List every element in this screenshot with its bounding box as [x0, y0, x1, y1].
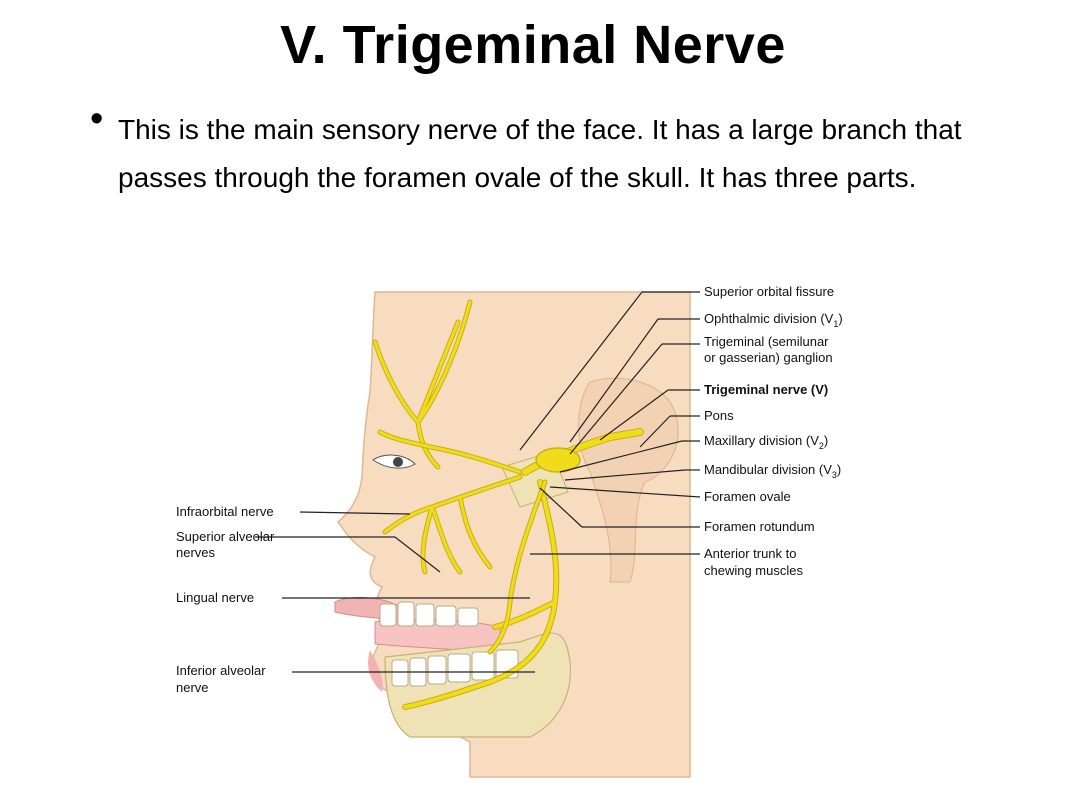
label-inferior-alveolar-2: nerve [176, 680, 209, 695]
eye-pupil [393, 457, 403, 467]
label-trigeminal-ganglion-1: Trigeminal (semilunar [704, 334, 829, 349]
bullet-dot: • [90, 98, 104, 140]
bullet-text: This is the main sensory nerve of the fa… [118, 114, 962, 193]
label-superior-alveolar-2: nerves [176, 545, 216, 560]
label-inferior-alveolar-1: Inferior alveolar [176, 663, 266, 678]
label-foramen-ovale: Foramen ovale [704, 489, 791, 504]
pons-shape [578, 377, 679, 583]
label-trigeminal-nerve: Trigeminal nerve (V) [704, 382, 828, 397]
label-anterior-trunk-2: chewing muscles [704, 563, 803, 578]
label-pons: Pons [704, 408, 734, 423]
trigeminal-ganglion [535, 447, 581, 473]
label-lingual-nerve: Lingual nerve [176, 590, 254, 605]
label-trigeminal-ganglion-2: or gasserian) ganglion [704, 350, 833, 365]
label-mandibular-division: Mandibular division (V3) [704, 462, 841, 480]
lower-lip [368, 650, 383, 692]
label-ophthalmic-division: Ophthalmic division (V1) [704, 311, 843, 329]
nerve-branches [372, 299, 644, 710]
label-infraorbital-nerve: Infraorbital nerve [176, 504, 274, 519]
label-maxillary-division: Maxillary division (V2) [704, 433, 828, 451]
label-superior-alveolar-1: Superior alveolar [176, 529, 275, 544]
label-superior-orbital-fissure: Superior orbital fissure [704, 284, 834, 299]
left-leaders [255, 511, 535, 673]
trigeminal-diagram: Superior orbital fissure Ophthalmic divi… [176, 284, 843, 778]
label-foramen-rotundum: Foramen rotundum [704, 519, 815, 534]
page-title: V. Trigeminal Nerve [280, 15, 786, 75]
upper-teeth [379, 601, 479, 627]
label-anterior-trunk-1: Anterior trunk to [704, 546, 797, 561]
anatomy-figure: Superior orbital fissure Ophthalmic divi… [170, 282, 900, 787]
right-leaders [519, 291, 701, 555]
